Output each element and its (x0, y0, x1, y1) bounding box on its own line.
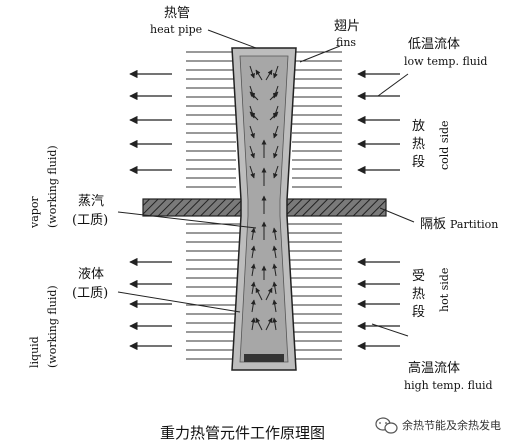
liquid-boil-arrow (250, 263, 256, 277)
cold-side-label-cn-2: 热 (412, 137, 425, 152)
condensate-down-arrow (273, 125, 279, 139)
cold-side-label-cn-1: 放 (412, 119, 425, 134)
liquid-boil-arrow (250, 317, 256, 331)
vapor-label-en-2: (working fluid) (46, 145, 59, 228)
heat-pipe-label-cn: 热管 (164, 6, 190, 21)
vapor-rise-arrow (255, 287, 263, 301)
liquid-boil-arrow (272, 227, 278, 241)
hot-side-label-cn-1: 受 (412, 269, 425, 284)
liquid-boil-arrow (250, 281, 256, 295)
condensate-down-arrow (249, 145, 255, 159)
vapor-rise-arrow (255, 317, 263, 331)
cold-side-label-cn-3: 段 (412, 155, 425, 170)
liquid-boil-arrow (250, 245, 256, 259)
vapor-label-cn-2: (工质) (72, 213, 108, 228)
wechat-icon (375, 417, 398, 434)
liquid-boil-arrow (250, 299, 256, 313)
liquid-boil-arrow (272, 317, 278, 331)
liquid-boil-arrow (272, 281, 278, 295)
hot-side-label-en: hot side (438, 268, 451, 312)
liquid-label-cn-2: (工质) (72, 286, 108, 301)
vapor-spread-arrow (269, 111, 279, 121)
vapor-rise-arrow (265, 287, 273, 301)
hot-side-label-cn-3: 段 (412, 305, 425, 320)
low-temp-label-en: low temp. fluid (404, 55, 487, 68)
condensate-down-arrow (249, 65, 255, 79)
liquid-boil-arrow (272, 263, 278, 277)
low-temp-label-cn: 低温流体 (408, 37, 460, 52)
vapor-spread-arrow (255, 69, 263, 81)
condensate-down-arrow (273, 165, 279, 179)
fins (186, 51, 342, 360)
vapor-label-en-1: vapor (28, 196, 41, 229)
cold-side-label-en: cold side (438, 120, 451, 170)
heat-pipe-label-en: heat pipe (150, 23, 202, 36)
liquid-boil-arrow (250, 227, 256, 241)
liquid-label-en-1: liquid (28, 336, 41, 368)
condensate-down-arrow (249, 125, 255, 139)
liquid-boil-arrow (272, 245, 278, 259)
liquid-boil-arrow (272, 299, 278, 313)
liquid-label-en-2: (working fluid) (46, 285, 59, 368)
fins-label-en: fins (336, 36, 356, 49)
high-temp-label-en: high temp. fluid (404, 379, 493, 392)
leader-lines (117, 29, 415, 337)
vapor-spread-arrow (265, 69, 273, 81)
fins-label-cn: 翅片 (334, 18, 360, 34)
partition-label-en: Partition (450, 218, 498, 231)
vapor-spread-arrow (269, 91, 279, 101)
working-fluid-flow-arrows (249, 65, 279, 331)
high-temp-label-cn: 高温流体 (408, 360, 460, 376)
watermark-text: 余热节能及余热发电 (402, 418, 501, 432)
vapor-rise-arrow (265, 317, 273, 331)
liquid-label-cn-1: 液体 (78, 267, 104, 282)
condensate-down-arrow (273, 65, 279, 79)
vapor-spread-arrow (249, 111, 259, 121)
vapor-label-cn-1: 蒸汽 (78, 194, 104, 209)
partition-label-cn: 隔板 (420, 217, 446, 232)
hot-side-label-cn-2: 热 (412, 287, 425, 302)
vapor-spread-arrow (249, 91, 259, 101)
condensate-down-arrow (249, 165, 255, 179)
condensate-down-arrow (273, 145, 279, 159)
watermark: 余热节能及余热发电 (375, 417, 501, 434)
caption: 重力热管元件工作原理图 (160, 424, 325, 442)
